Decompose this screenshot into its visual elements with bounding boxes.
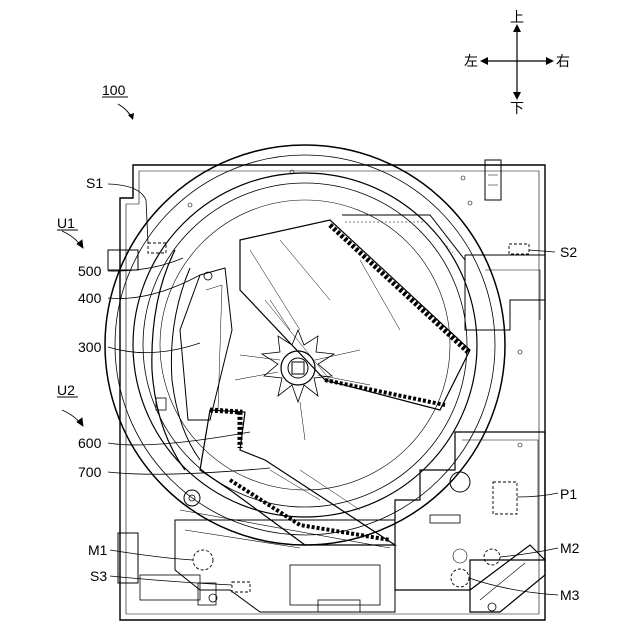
m2-circle: [484, 549, 500, 565]
compass-up-label: 上: [510, 10, 524, 26]
label-700: 700: [78, 464, 102, 480]
compass-left-label: 左: [464, 54, 478, 70]
label-600: 600: [78, 435, 102, 451]
m3-circle: [451, 569, 469, 587]
s2-box: [509, 244, 529, 254]
label-m3: M3: [560, 587, 580, 603]
main-housing: [105, 145, 545, 620]
frame-400: [156, 268, 232, 420]
label-300: 300: [78, 339, 102, 355]
fan-hub-300: [235, 300, 370, 440]
label-u1: U1: [57, 215, 75, 231]
s3-box: [232, 582, 250, 592]
sensor-boxes: [148, 243, 529, 592]
label-m2: M2: [560, 540, 580, 556]
figure-reference: 100: [102, 82, 134, 120]
p1-box: [493, 482, 517, 514]
ref-100-label: 100: [102, 82, 126, 98]
direction-compass: 上 下 左 右: [464, 10, 570, 117]
label-500: 500: [78, 263, 102, 279]
label-400: 400: [78, 290, 102, 306]
label-s2: S2: [560, 244, 577, 260]
label-m1: M1: [88, 542, 108, 558]
label-u2: U2: [57, 382, 75, 398]
label-p1: P1: [560, 486, 577, 502]
lower-filter-700: [180, 410, 395, 548]
upper-filter-500: [240, 215, 470, 410]
compass-down-label: 下: [510, 101, 524, 117]
label-s3: S3: [90, 568, 107, 584]
compass-right-label: 右: [556, 54, 570, 70]
label-s1: S1: [86, 175, 103, 191]
m1-circle: [193, 550, 213, 570]
